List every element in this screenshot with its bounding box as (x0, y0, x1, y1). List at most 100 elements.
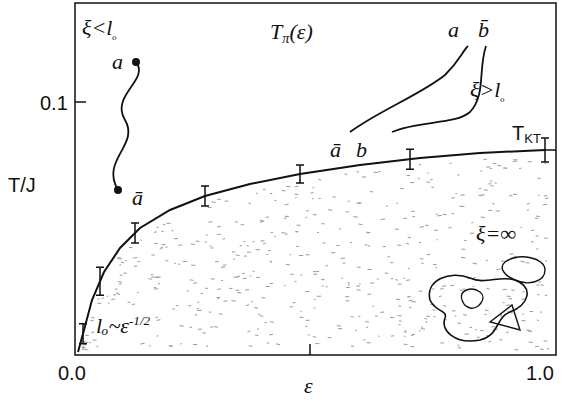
speckle (285, 234, 288, 235)
speckle (316, 271, 319, 272)
speckle (217, 199, 221, 200)
speckle (398, 305, 401, 306)
speckle (547, 348, 549, 349)
speckle (458, 345, 460, 347)
error-bar (296, 165, 304, 183)
speckle (345, 173, 348, 175)
speckle (290, 274, 294, 276)
speckle (253, 241, 255, 243)
speckle (174, 263, 176, 264)
speckle (514, 256, 516, 257)
speckle (432, 288, 434, 289)
speckle (270, 321, 274, 322)
speckle (522, 313, 524, 315)
speckle (161, 231, 163, 232)
speckle (511, 312, 513, 313)
speckle (510, 253, 514, 254)
speckle (395, 228, 399, 229)
tick-label: 0.1 (40, 92, 68, 114)
speckle (383, 246, 386, 247)
speckle (378, 335, 380, 337)
tick (75, 101, 86, 103)
speckle (419, 330, 421, 332)
speckle (178, 263, 180, 265)
speckle (366, 326, 368, 328)
contour (429, 275, 527, 341)
speckle (544, 238, 548, 239)
speckle (314, 299, 316, 301)
speckle (418, 178, 420, 180)
speckle (266, 286, 270, 287)
speckle (198, 329, 202, 330)
speckle (391, 278, 394, 279)
speckle (133, 257, 135, 259)
speckle (503, 302, 505, 304)
vortex-label: a (112, 50, 123, 74)
speckle (529, 342, 533, 343)
speckle (522, 320, 526, 322)
speckle (348, 284, 350, 286)
speckle (205, 241, 207, 242)
string-loop (350, 46, 486, 132)
speckle (166, 223, 170, 224)
speckle (113, 294, 116, 295)
speckle (148, 278, 152, 280)
speckle (190, 279, 194, 281)
speckle (434, 230, 438, 232)
speckle (367, 232, 370, 234)
speckle (197, 308, 199, 310)
speckle (474, 277, 476, 278)
speckle (437, 215, 442, 217)
speckle (223, 264, 227, 265)
speckle (308, 334, 310, 335)
speckle (537, 319, 539, 321)
speckle (165, 260, 168, 262)
speckle (197, 302, 199, 303)
vortex-label: ā (132, 186, 143, 210)
speckle (300, 317, 304, 318)
speckle (85, 335, 88, 336)
speckle (368, 293, 372, 295)
speckle (214, 326, 218, 328)
speckle (526, 330, 530, 331)
speckle (444, 305, 447, 307)
speckle (433, 309, 436, 311)
speckle (286, 264, 290, 266)
speckle (271, 232, 274, 233)
speckle (460, 195, 464, 196)
speckle (229, 288, 232, 289)
speckle (445, 319, 447, 320)
speckle (260, 240, 264, 241)
speckle (210, 327, 213, 328)
speckle (410, 346, 414, 347)
speckle (535, 218, 538, 220)
speckle (163, 224, 166, 226)
speckle (91, 332, 94, 333)
vortex-label: ā (330, 138, 341, 162)
speckle (321, 279, 325, 280)
speckle (365, 244, 368, 245)
speckle (492, 203, 495, 205)
speckle (491, 185, 494, 187)
curve-label: TKT (512, 122, 541, 147)
speckle (115, 289, 118, 290)
speckle (408, 237, 411, 239)
speckle (370, 282, 374, 283)
speckle (260, 315, 263, 317)
speckle (93, 340, 97, 341)
speckle (119, 264, 121, 266)
speckle (455, 316, 457, 317)
speckle (400, 188, 403, 189)
speckle (82, 347, 85, 349)
speckle (386, 206, 388, 208)
speckle (463, 314, 467, 316)
speckle (520, 227, 522, 228)
speckle (318, 179, 321, 181)
vortex-dot (114, 186, 122, 194)
speckle (339, 228, 341, 230)
speckle (209, 312, 211, 313)
speckle (545, 261, 547, 262)
speckle (381, 219, 385, 221)
speckle (331, 252, 335, 253)
speckle (195, 314, 197, 315)
